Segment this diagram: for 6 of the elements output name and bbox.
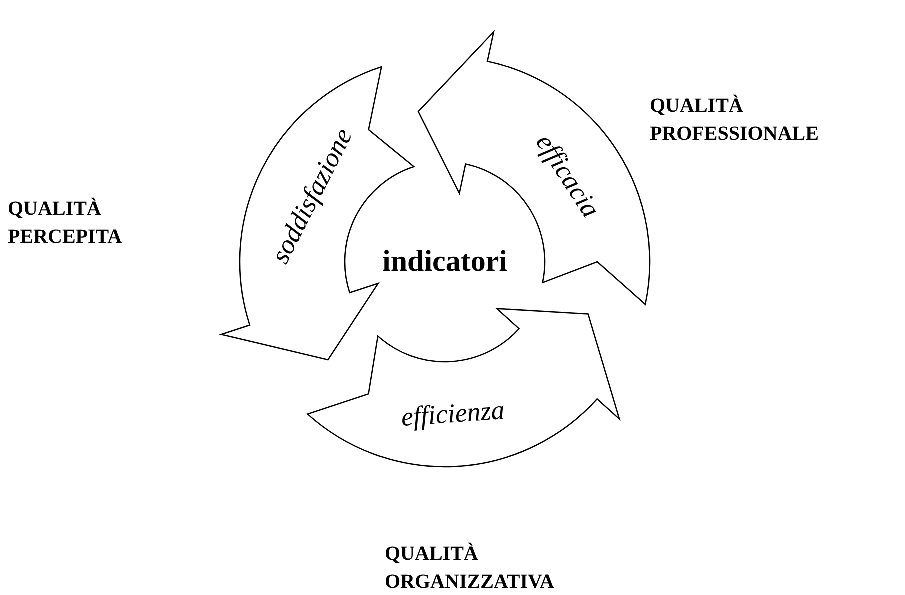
center-label: indicatori [382,248,508,276]
quality-label: QUALITÀ PERCEPITA [8,196,124,250]
quality-label: QUALITÀ ORGANIZZATIVA [385,542,556,595]
quality-label: QUALITÀ PROFESSIONALE [650,94,820,147]
arrow-segment [307,308,620,468]
segment-label: efficienza [400,396,506,432]
